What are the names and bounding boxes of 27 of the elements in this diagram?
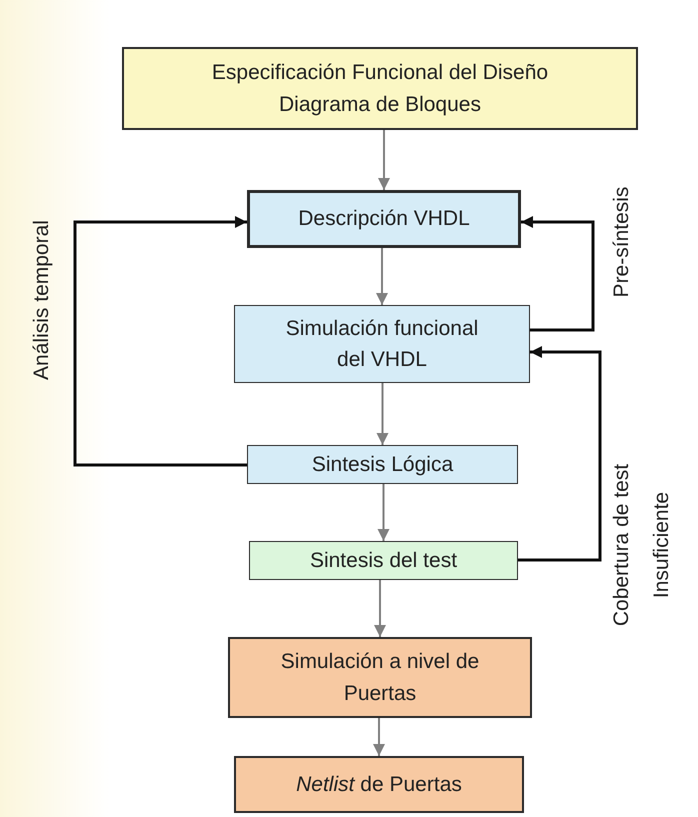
arrow [373, 718, 385, 756]
arrow [376, 248, 388, 305]
arrow [518, 346, 602, 562]
box-text: Simulación a nivel de Puertas [280, 649, 480, 706]
process-box [247, 190, 521, 248]
arrow [74, 216, 247, 466]
box-text: Netlist de Puertas [296, 772, 462, 798]
box-text: Especificación Funcional del Diseño [212, 60, 548, 86]
box-text: Simulación funcional del VHDL [284, 316, 480, 373]
edge-label: Pre-síntesis [609, 186, 634, 300]
process-box [234, 305, 530, 383]
process-box [228, 637, 532, 718]
edge-label: Análisis temporal [29, 219, 54, 382]
arrow [378, 130, 390, 190]
process-box [234, 756, 524, 813]
process-box [249, 541, 518, 580]
arrow [521, 216, 594, 332]
box-text: Sintesis del test [310, 548, 458, 574]
arrow [376, 383, 388, 445]
arrow [374, 580, 386, 637]
arrow [378, 484, 390, 541]
process-box [122, 47, 638, 130]
process-box [247, 445, 518, 484]
box-text: Descripción VHDL [298, 206, 470, 232]
edge-label: Cobertura de test Insuficiente [609, 462, 674, 628]
box-text: Diagrama de Bloques [279, 92, 481, 118]
box-text: Sintesis Lógica [312, 452, 454, 478]
